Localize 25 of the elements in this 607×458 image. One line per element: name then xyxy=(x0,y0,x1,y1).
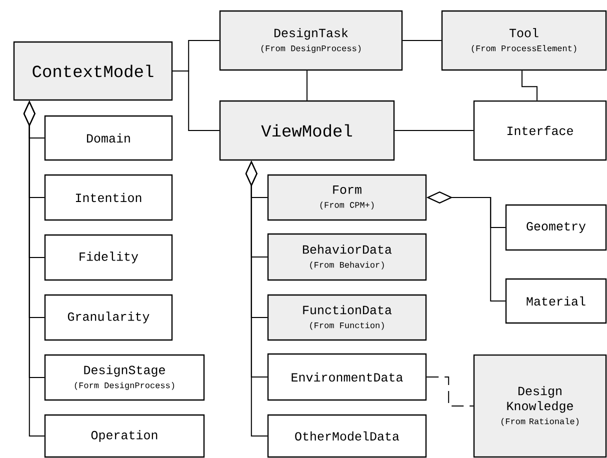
connector xyxy=(394,130,474,131)
class-box: Granularity xyxy=(44,294,173,341)
class-box: Geometry xyxy=(505,204,607,251)
class-box: Interface xyxy=(473,100,607,161)
class-box: Fidelity xyxy=(44,234,173,281)
class-box: Operation xyxy=(44,414,205,458)
class-box: Tool (From ProcessElement) xyxy=(441,10,607,71)
dashed-connector xyxy=(426,376,474,406)
class-box: Intention xyxy=(44,174,173,221)
class-box: Material xyxy=(505,278,607,324)
class-box: ViewModel xyxy=(219,100,395,161)
class-box: Form (From CPM+) xyxy=(267,174,427,221)
class-box: DesignTask (From DesignProcess) xyxy=(219,10,403,71)
connector xyxy=(306,70,308,101)
class-box: OtherModelData xyxy=(267,414,427,458)
class-box: Design Knowledge (From Rationale) xyxy=(473,354,607,458)
connector xyxy=(522,70,538,101)
connector xyxy=(172,70,220,131)
class-box: BehaviorData (From Behavior) xyxy=(267,233,427,281)
class-box: DesignStage (Form DesignProcess) xyxy=(44,354,205,401)
class-box: Domain xyxy=(44,115,173,161)
class-box: ContextModel xyxy=(13,41,173,101)
class-box: FunctionData (From Function) xyxy=(267,294,427,341)
connector xyxy=(402,40,442,41)
class-box: EnvironmentData xyxy=(267,353,427,401)
